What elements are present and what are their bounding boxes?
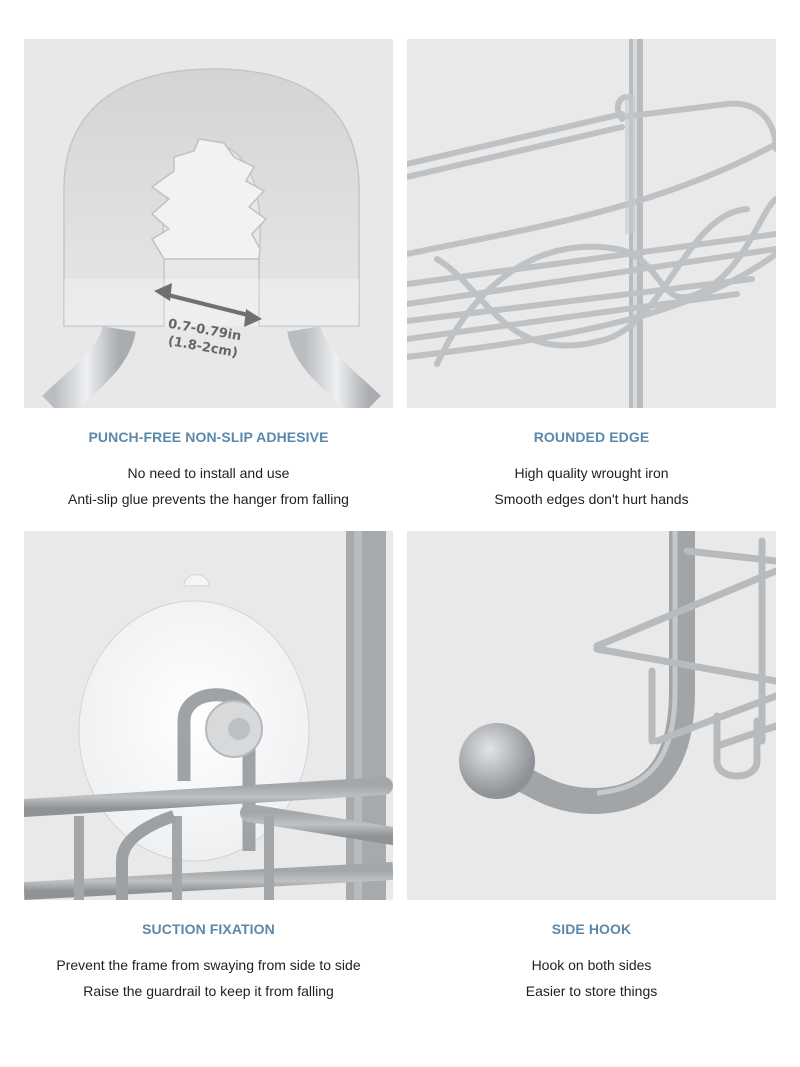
u-shaped-clip-icon: 0.7-0.79in (1.8-2cm): [24, 39, 393, 408]
wire-basket-icon: [407, 39, 776, 408]
feature-line: Smooth edges don't hurt hands: [494, 491, 689, 507]
feature-image-adhesive-clip: 0.7-0.79in (1.8-2cm): [24, 39, 393, 408]
feature-line: Prevent the frame from swaying from side…: [56, 957, 361, 973]
feature-line: No need to install and use: [127, 465, 290, 481]
feature-image-rounded-edge: [407, 39, 776, 408]
feature-line: Raise the guardrail to keep it from fall…: [83, 983, 334, 999]
feature-caption-adhesive: PUNCH-FREE NON-SLIP ADHESIVE No need to …: [24, 427, 393, 512]
feature-title: ROUNDED EDGE: [533, 429, 650, 445]
feature-image-side-hook: [407, 531, 776, 900]
feature-caption-suction: SUCTION FIXATION Prevent the frame from …: [24, 919, 393, 1004]
feature-image-suction: [24, 531, 393, 900]
feature-line: Anti-slip glue prevents the hanger from …: [68, 491, 349, 507]
feature-caption-rounded-edge: ROUNDED EDGE High quality wrought iron S…: [407, 427, 776, 512]
feature-line: Hook on both sides: [531, 957, 652, 973]
feature-line: Easier to store things: [525, 983, 658, 999]
feature-line: High quality wrought iron: [514, 465, 669, 481]
feature-title: SUCTION FIXATION: [142, 921, 275, 937]
suction-cup-icon: [24, 531, 393, 900]
side-hook-icon: [407, 531, 776, 900]
feature-title: PUNCH-FREE NON-SLIP ADHESIVE: [88, 429, 329, 445]
feature-title: SIDE HOOK: [551, 921, 632, 937]
feature-caption-side-hook: SIDE HOOK Hook on both sides Easier to s…: [407, 919, 776, 1004]
